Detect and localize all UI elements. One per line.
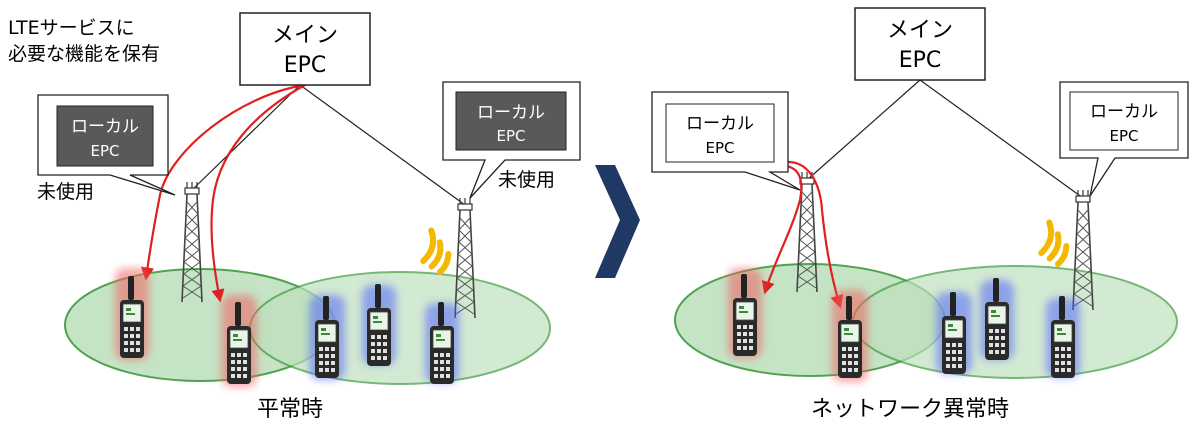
local-epc-right-line1: ローカル	[477, 103, 545, 123]
local-epc-right-line1: ローカル	[1090, 102, 1158, 122]
unused-label-left: 未使用	[37, 181, 94, 203]
main-epc-label-line2: EPC	[899, 48, 942, 73]
coverage-area-right	[249, 271, 551, 385]
note-line2: 必要な機能を保有	[8, 43, 160, 65]
coverage-area-right	[852, 265, 1178, 379]
caption-network-failure: ネットワーク異常時	[811, 397, 1009, 422]
link-main-to-tower-right	[299, 84, 466, 206]
main-epc-label-line2: EPC	[284, 53, 327, 78]
local-epc-left-line2: EPC	[706, 139, 735, 157]
left-panel: メイン EPC ローカル EPC ローカル EPC LTEサービスに 必要な機能…	[8, 12, 581, 422]
radio-handset-icon	[980, 277, 1014, 361]
radio-handset-icon	[362, 283, 396, 367]
radio-handset-icon	[309, 295, 345, 380]
local-epc-right-line2: EPC	[497, 127, 526, 145]
local-epc-box-left	[665, 103, 775, 163]
main-epc-label-line1: メイン	[272, 23, 338, 48]
link-main-to-tower-left	[191, 84, 301, 191]
local-epc-box-right	[455, 91, 567, 151]
radio-handset-icon	[936, 291, 972, 375]
local-epc-right-line2: EPC	[1110, 127, 1139, 145]
radio-handset-icon	[425, 301, 459, 385]
right-panel: メイン EPC ローカル EPC ローカル EPC ネットワーク異常時	[651, 7, 1189, 422]
link-main-to-tower-right	[919, 79, 1084, 199]
wireless-signal-icon	[1032, 220, 1071, 268]
radio-handset-icon	[1046, 295, 1080, 379]
local-epc-left-line1: ローカル	[686, 114, 754, 134]
main-epc-label-line1: メイン	[887, 18, 953, 43]
local-epc-left-line1: ローカル	[71, 117, 139, 137]
local-epc-box-right	[1069, 91, 1179, 151]
radio-handset-icon	[115, 268, 149, 360]
local-epc-box-left	[56, 105, 154, 167]
radio-handset-icon	[221, 295, 257, 387]
note-line1: LTEサービスに	[8, 17, 135, 39]
active-path-to-handset-2	[210, 84, 306, 303]
link-main-to-tower-left	[806, 79, 921, 181]
active-path-to-handset-1	[140, 83, 306, 281]
local-epc-left-line2: EPC	[91, 142, 120, 160]
main-epc-box	[239, 12, 371, 86]
main-epc-box	[854, 7, 986, 81]
local-path-to-handset-2	[769, 161, 844, 309]
radio-handset-icon	[728, 268, 762, 358]
radio-handset-icon	[832, 290, 868, 382]
chevron-right-icon	[595, 165, 640, 278]
wireless-signal-icon	[414, 228, 453, 276]
unused-label-right: 未使用	[498, 169, 555, 191]
caption-normal: 平常時	[257, 397, 323, 422]
